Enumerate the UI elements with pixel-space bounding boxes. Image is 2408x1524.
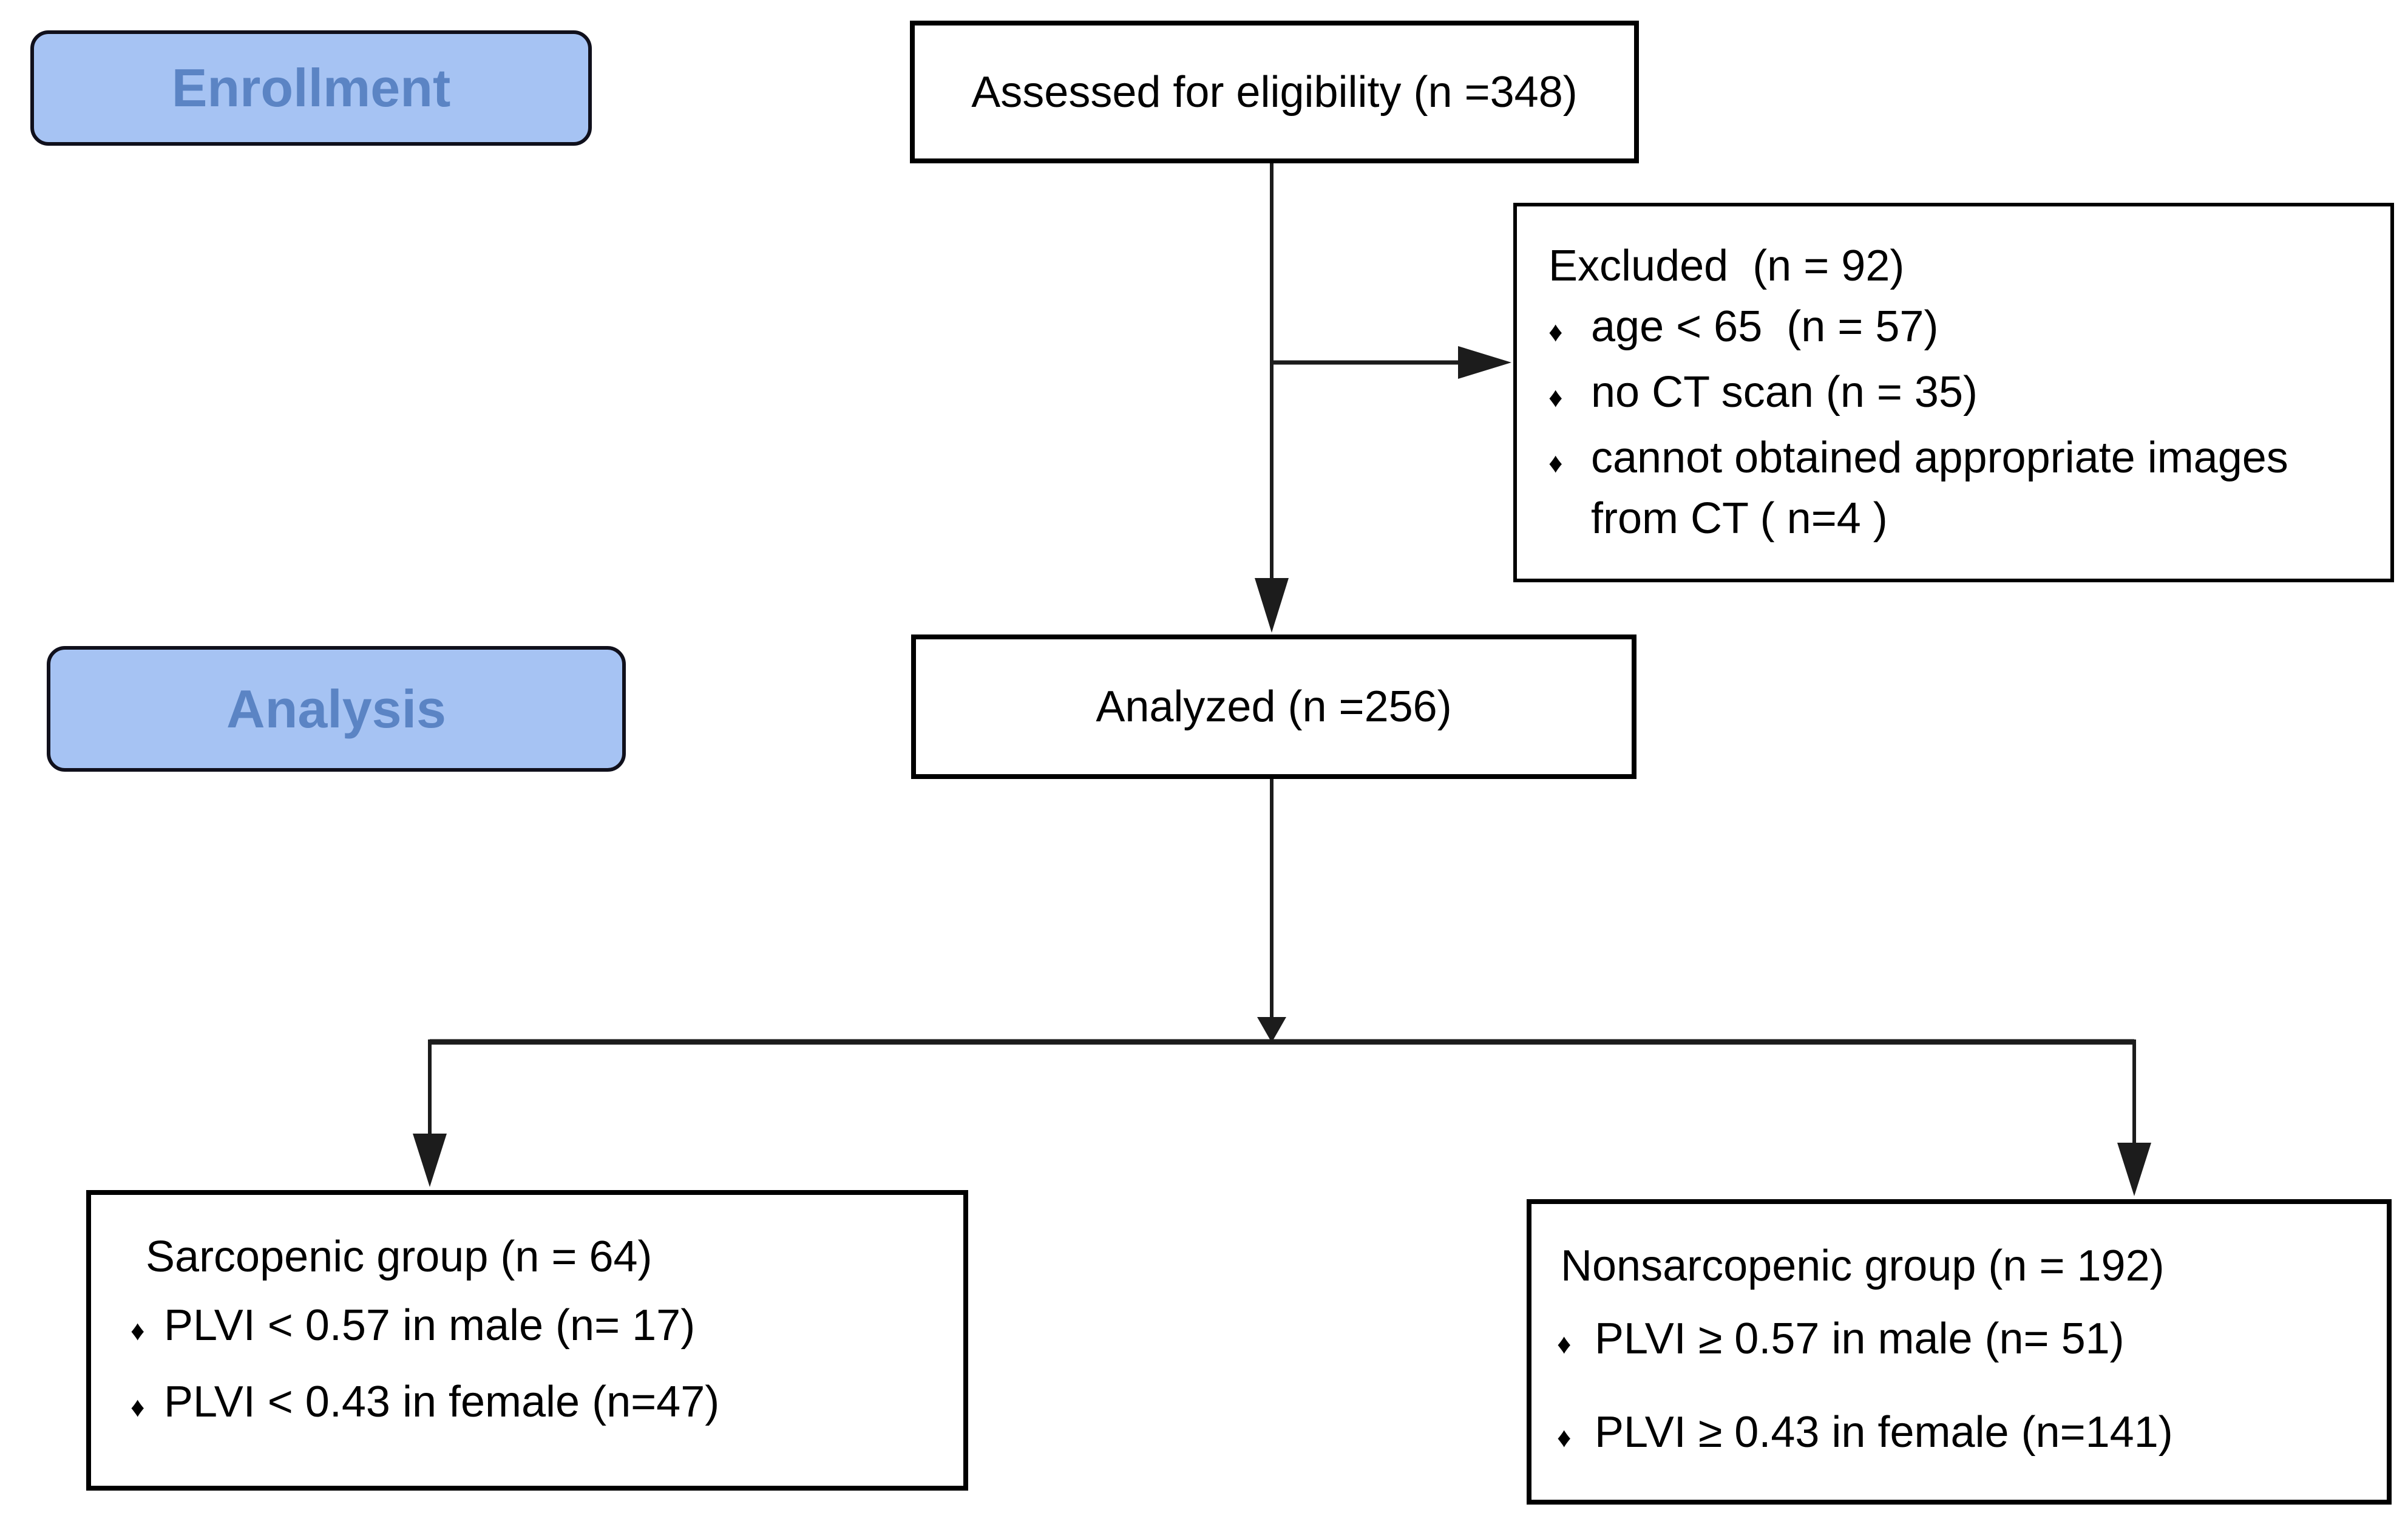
- excluded-bullet-images: ♦ cannot obtained appropriate images fro…: [1548, 427, 2372, 549]
- analyzed-box: Analyzed (n =256): [911, 634, 1636, 779]
- sarcopenic-box: Sarcopenic group (n = 64) ♦ PLVI < 0.57 …: [86, 1190, 968, 1491]
- excluded-bullet-noct-text: no CT scan (n = 35): [1591, 368, 1978, 417]
- excluded-box: Excluded (n = 92) ♦ age < 65 (n = 57) ♦ …: [1513, 203, 2394, 582]
- arrowhead-into-analyzed-icon: [1255, 578, 1289, 633]
- nonsarcopenic-bullet-female-text: PLVI ≥ 0.43 in female (n=141): [1595, 1408, 2173, 1457]
- diamond-bullet-icon: ♦: [1548, 316, 1563, 347]
- assessed-text: Assessed for eligibility (n =348): [971, 67, 1578, 117]
- nonsarcopenic-bullet-female: ♦ PLVI ≥ 0.43 in female (n=141): [1557, 1404, 2375, 1466]
- excluded-bullet-images-text: cannot obtained appropriate images from …: [1591, 427, 2288, 549]
- sarcopenic-bullet-male-text: PLVI < 0.57 in male (n= 17): [164, 1301, 696, 1350]
- diamond-bullet-icon: ♦: [1557, 1421, 1572, 1453]
- excluded-bullet-age: ♦ age < 65 (n = 57): [1548, 296, 2372, 362]
- arrowhead-into-nonsarcopenic-icon: [2117, 1143, 2151, 1196]
- excluded-bullet-images-line1: cannot obtained appropriate images: [1591, 434, 2288, 482]
- analysis-label: Analysis: [226, 678, 446, 739]
- stage-label-analysis: Analysis: [47, 646, 626, 772]
- nonsarcopenic-bullet-male-text: PLVI ≥ 0.57 in male (n= 51): [1595, 1315, 2125, 1363]
- excluded-bullet-noct: ♦ no CT scan (n = 35): [1548, 362, 2372, 427]
- assessed-box: Assessed for eligibility (n =348): [910, 21, 1639, 163]
- arrowhead-into-excluded-icon: [1458, 346, 1511, 379]
- diamond-bullet-icon: ♦: [131, 1391, 145, 1423]
- sarcopenic-bullet-female-text: PLVI < 0.43 in female (n=47): [164, 1378, 720, 1426]
- excluded-bullet-images-line2: from CT ( n=4 ): [1591, 494, 1888, 543]
- enrollment-label: Enrollment: [171, 58, 451, 118]
- diamond-bullet-icon: ♦: [1557, 1328, 1572, 1359]
- sarcopenic-bullet-female: ♦ PLVI < 0.43 in female (n=47): [131, 1373, 951, 1436]
- arrowhead-split-junction-icon: [1257, 1017, 1286, 1043]
- sarcopenic-title: Sarcopenic group (n = 64): [146, 1233, 653, 1281]
- diamond-bullet-icon: ♦: [1548, 381, 1563, 413]
- analyzed-text: Analyzed (n =256): [1096, 682, 1452, 731]
- sarcopenic-bullet-male: ♦ PLVI < 0.57 in male (n= 17): [131, 1297, 951, 1359]
- diamond-bullet-icon: ♦: [1548, 447, 1563, 478]
- excluded-bullet-age-text: age < 65 (n = 57): [1591, 302, 1939, 351]
- diamond-bullet-icon: ♦: [131, 1315, 145, 1346]
- excluded-title: Excluded (n = 92): [1548, 242, 1905, 290]
- nonsarcopenic-bullet-male: ♦ PLVI ≥ 0.57 in male (n= 51): [1557, 1310, 2375, 1373]
- stage-label-enrollment: Enrollment: [30, 30, 592, 146]
- nonsarcopenic-box: Nonsarcopenic group (n = 192) ♦ PLVI ≥ 0…: [1527, 1199, 2392, 1505]
- arrowhead-into-sarcopenic-icon: [413, 1134, 447, 1187]
- nonsarcopenic-title: Nonsarcopenic group (n = 192): [1561, 1242, 2165, 1290]
